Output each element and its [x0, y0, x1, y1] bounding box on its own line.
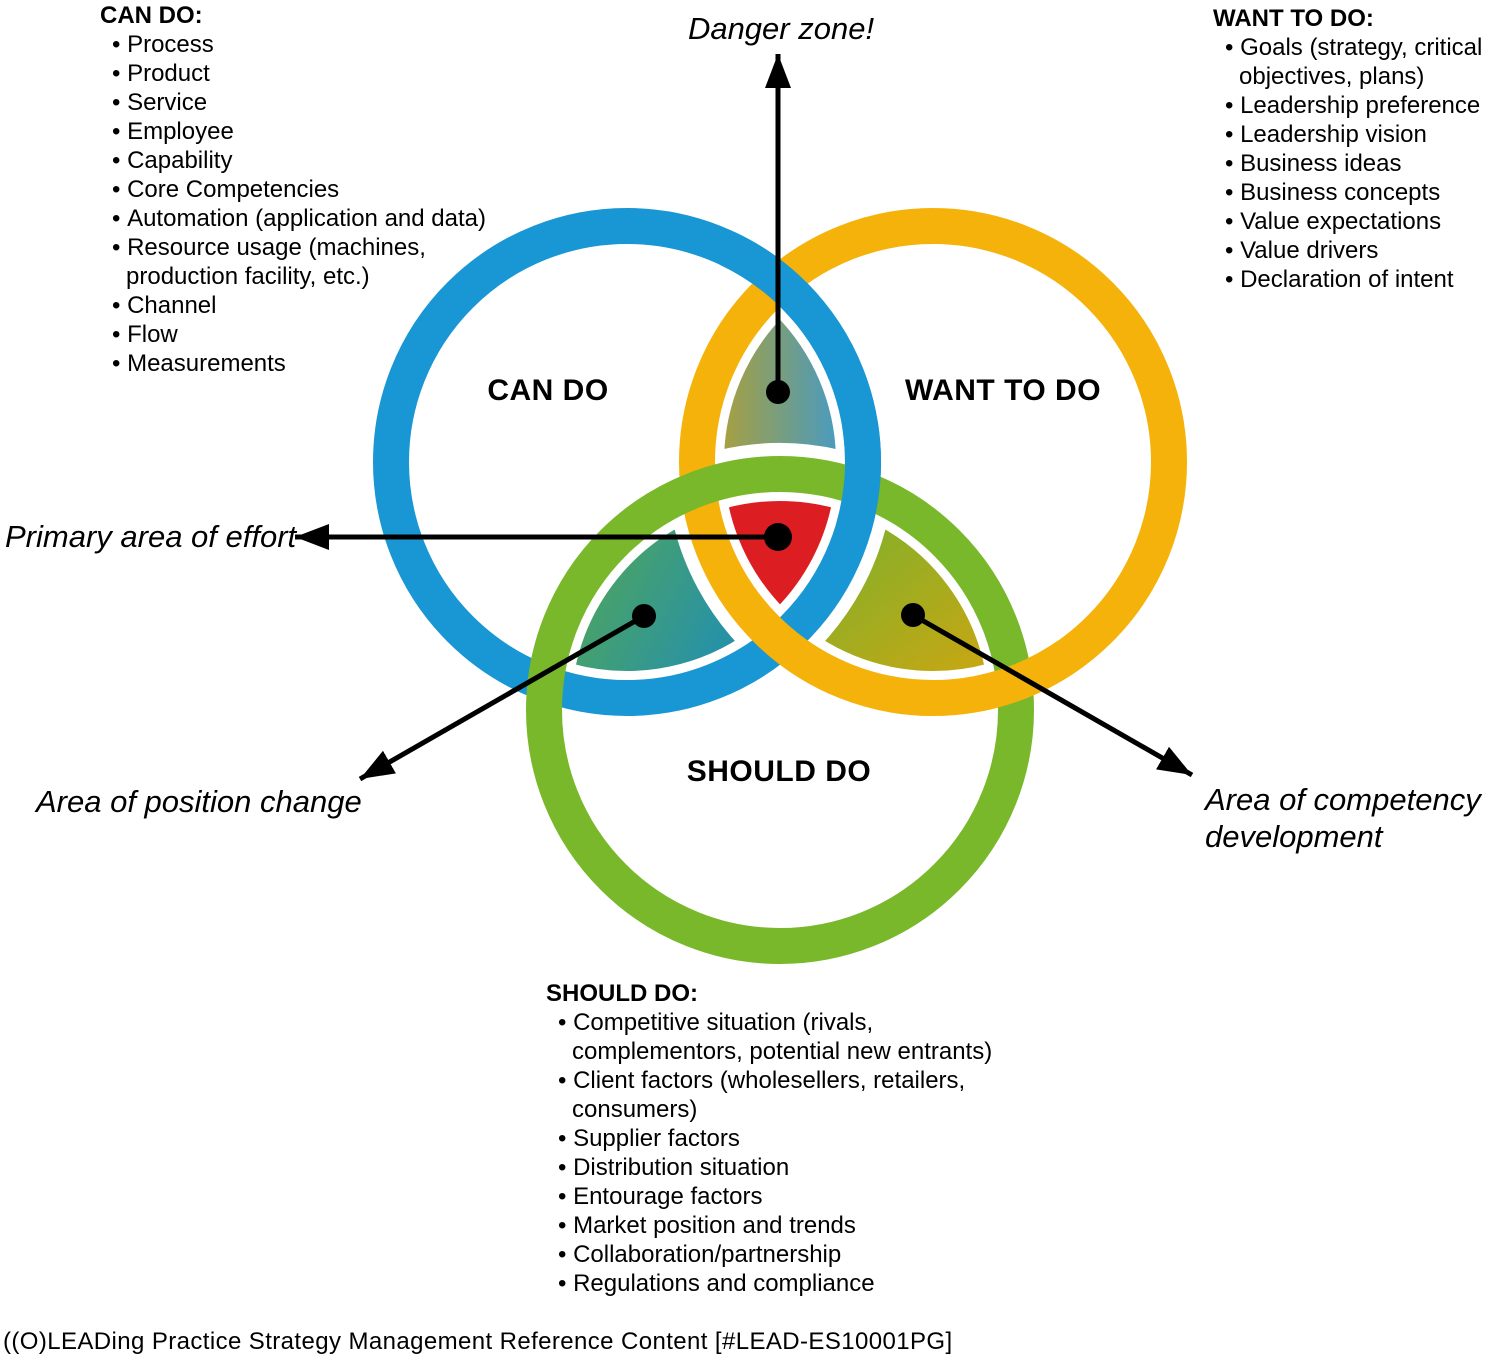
list-item: Market position and trends: [546, 1211, 1026, 1240]
should-do-items: Competitive situation (rivals, complemen…: [546, 1008, 1026, 1298]
footer-credit: ((O)LEADing Practice Strategy Management…: [3, 1328, 953, 1355]
want-to-do-label: WANT TO DO: [904, 374, 1102, 407]
blue-over-yellow-patch: [719, 232, 820, 320]
want-to-do-ring: [679, 208, 1187, 716]
list-item: Channel: [100, 291, 520, 320]
should-do-list: SHOULD DO: Competitive situation (rivals…: [546, 979, 1026, 1298]
should-do-ring: [526, 456, 1034, 964]
competency-development-arrow: [911, 612, 1194, 778]
list-item: Goals (strategy, critical objectives, pl…: [1213, 33, 1491, 91]
list-item: Leadership vision: [1213, 120, 1491, 149]
position-change-dot: [632, 604, 656, 628]
list-item: Value expectations: [1213, 207, 1491, 236]
list-item: Service: [100, 88, 520, 117]
list-item: Regulations and compliance: [546, 1269, 1026, 1298]
primary-effort-dot: [764, 523, 792, 551]
list-item: Leadership preference: [1213, 91, 1491, 120]
list-item: Collaboration/partnership: [546, 1240, 1026, 1269]
list-item: Business ideas: [1213, 149, 1491, 178]
danger-zone-dot: [766, 380, 790, 404]
list-item: Process: [100, 30, 520, 59]
list-item: Automation (application and data): [100, 204, 520, 233]
list-item: Core Competencies: [100, 175, 520, 204]
can-do-items: Process Product Service Employee Capabil…: [100, 30, 520, 378]
want-to-do-items: Goals (strategy, critical objectives, pl…: [1213, 33, 1491, 294]
position-change-arrow: [358, 613, 646, 782]
competency-development-dot: [901, 603, 925, 627]
position-change-annotation: Area of position change: [36, 784, 362, 819]
list-item: Declaration of intent: [1213, 265, 1491, 294]
list-item: Employee: [100, 117, 520, 146]
list-item: Business concepts: [1213, 178, 1491, 207]
want-to-do-list: WANT TO DO: Goals (strategy, critical ob…: [1213, 4, 1491, 294]
list-title: WANT TO DO:: [1213, 5, 1374, 32]
list-item: Distribution situation: [546, 1153, 1026, 1182]
can-do-label: CAN DO: [487, 374, 609, 407]
center-intersection-fill: [717, 490, 843, 619]
list-item: Product: [100, 59, 520, 88]
list-item: Value drivers: [1213, 236, 1491, 265]
should-do-label: SHOULD DO: [686, 755, 872, 788]
right-lens-fill: [809, 514, 996, 681]
list-item: Competitive situation (rivals, complemen…: [546, 1008, 1026, 1066]
list-item: Client factors (wholesellers, retailers,…: [546, 1066, 1026, 1124]
list-item: Capability: [100, 146, 520, 175]
list-title: SHOULD DO:: [546, 980, 698, 1007]
can-do-list: CAN DO: Process Product Service Employee…: [100, 1, 520, 378]
primary-effort-annotation: Primary area of effort: [5, 519, 297, 554]
list-item: Resource usage (machines, production fac…: [100, 233, 520, 291]
competency-development-annotation: Area of competency development: [1205, 782, 1481, 854]
blue-over-green-patch: [836, 422, 881, 533]
danger-zone-annotation: Danger zone!: [687, 11, 875, 46]
list-item: Supplier factors: [546, 1124, 1026, 1153]
list-item: Flow: [100, 320, 520, 349]
list-item: Measurements: [100, 349, 520, 378]
list-title: CAN DO:: [100, 2, 203, 29]
list-item: Entourage factors: [546, 1182, 1026, 1211]
left-lens-fill: [564, 514, 751, 681]
